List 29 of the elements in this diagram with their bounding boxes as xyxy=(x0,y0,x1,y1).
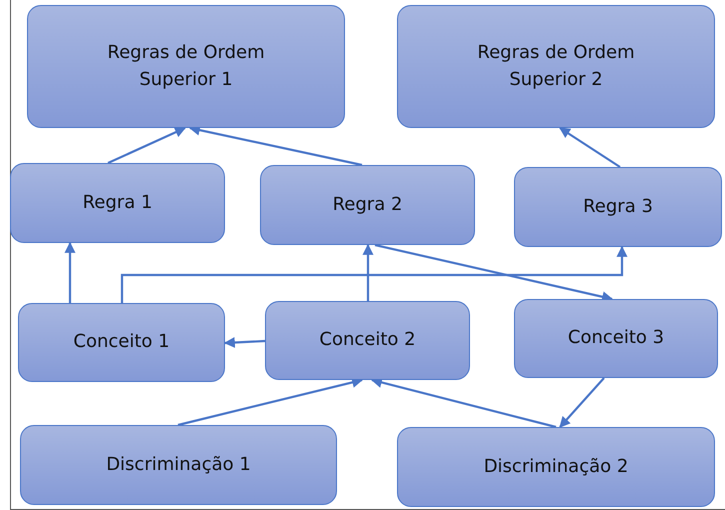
arrow xyxy=(120,246,628,303)
rounded-box xyxy=(514,299,718,378)
box-label: Discriminação 2 xyxy=(482,454,630,479)
rounded-box xyxy=(18,303,225,382)
arrow xyxy=(178,377,364,426)
rounded-box xyxy=(27,5,345,128)
arrow xyxy=(224,337,266,348)
arrow xyxy=(64,242,76,303)
box-label: Regra 2 xyxy=(332,192,404,217)
box-label: Regra 3 xyxy=(582,194,654,219)
box-label: Conceito 3 xyxy=(566,326,666,350)
rounded-box xyxy=(10,163,225,243)
rounded-box xyxy=(20,425,337,505)
box-label: Regras de Ordem Superior 2 xyxy=(476,41,636,92)
box-label: Conceito 1 xyxy=(72,330,171,354)
box-label: Regra 1 xyxy=(82,190,154,215)
box-label: Conceito 2 xyxy=(318,328,417,352)
rounded-box xyxy=(514,167,722,247)
box-label: Discriminação 1 xyxy=(105,452,252,477)
arrow xyxy=(370,377,556,428)
arrow xyxy=(362,244,374,301)
arrow xyxy=(108,127,186,164)
arrow xyxy=(559,377,605,428)
rounded-box xyxy=(397,427,715,507)
rounded-box xyxy=(265,301,470,380)
rounded-box xyxy=(260,165,475,245)
rounded-box xyxy=(397,5,715,128)
arrow xyxy=(559,127,621,168)
box-label: Regras de Ordem Superior 1 xyxy=(106,41,266,92)
